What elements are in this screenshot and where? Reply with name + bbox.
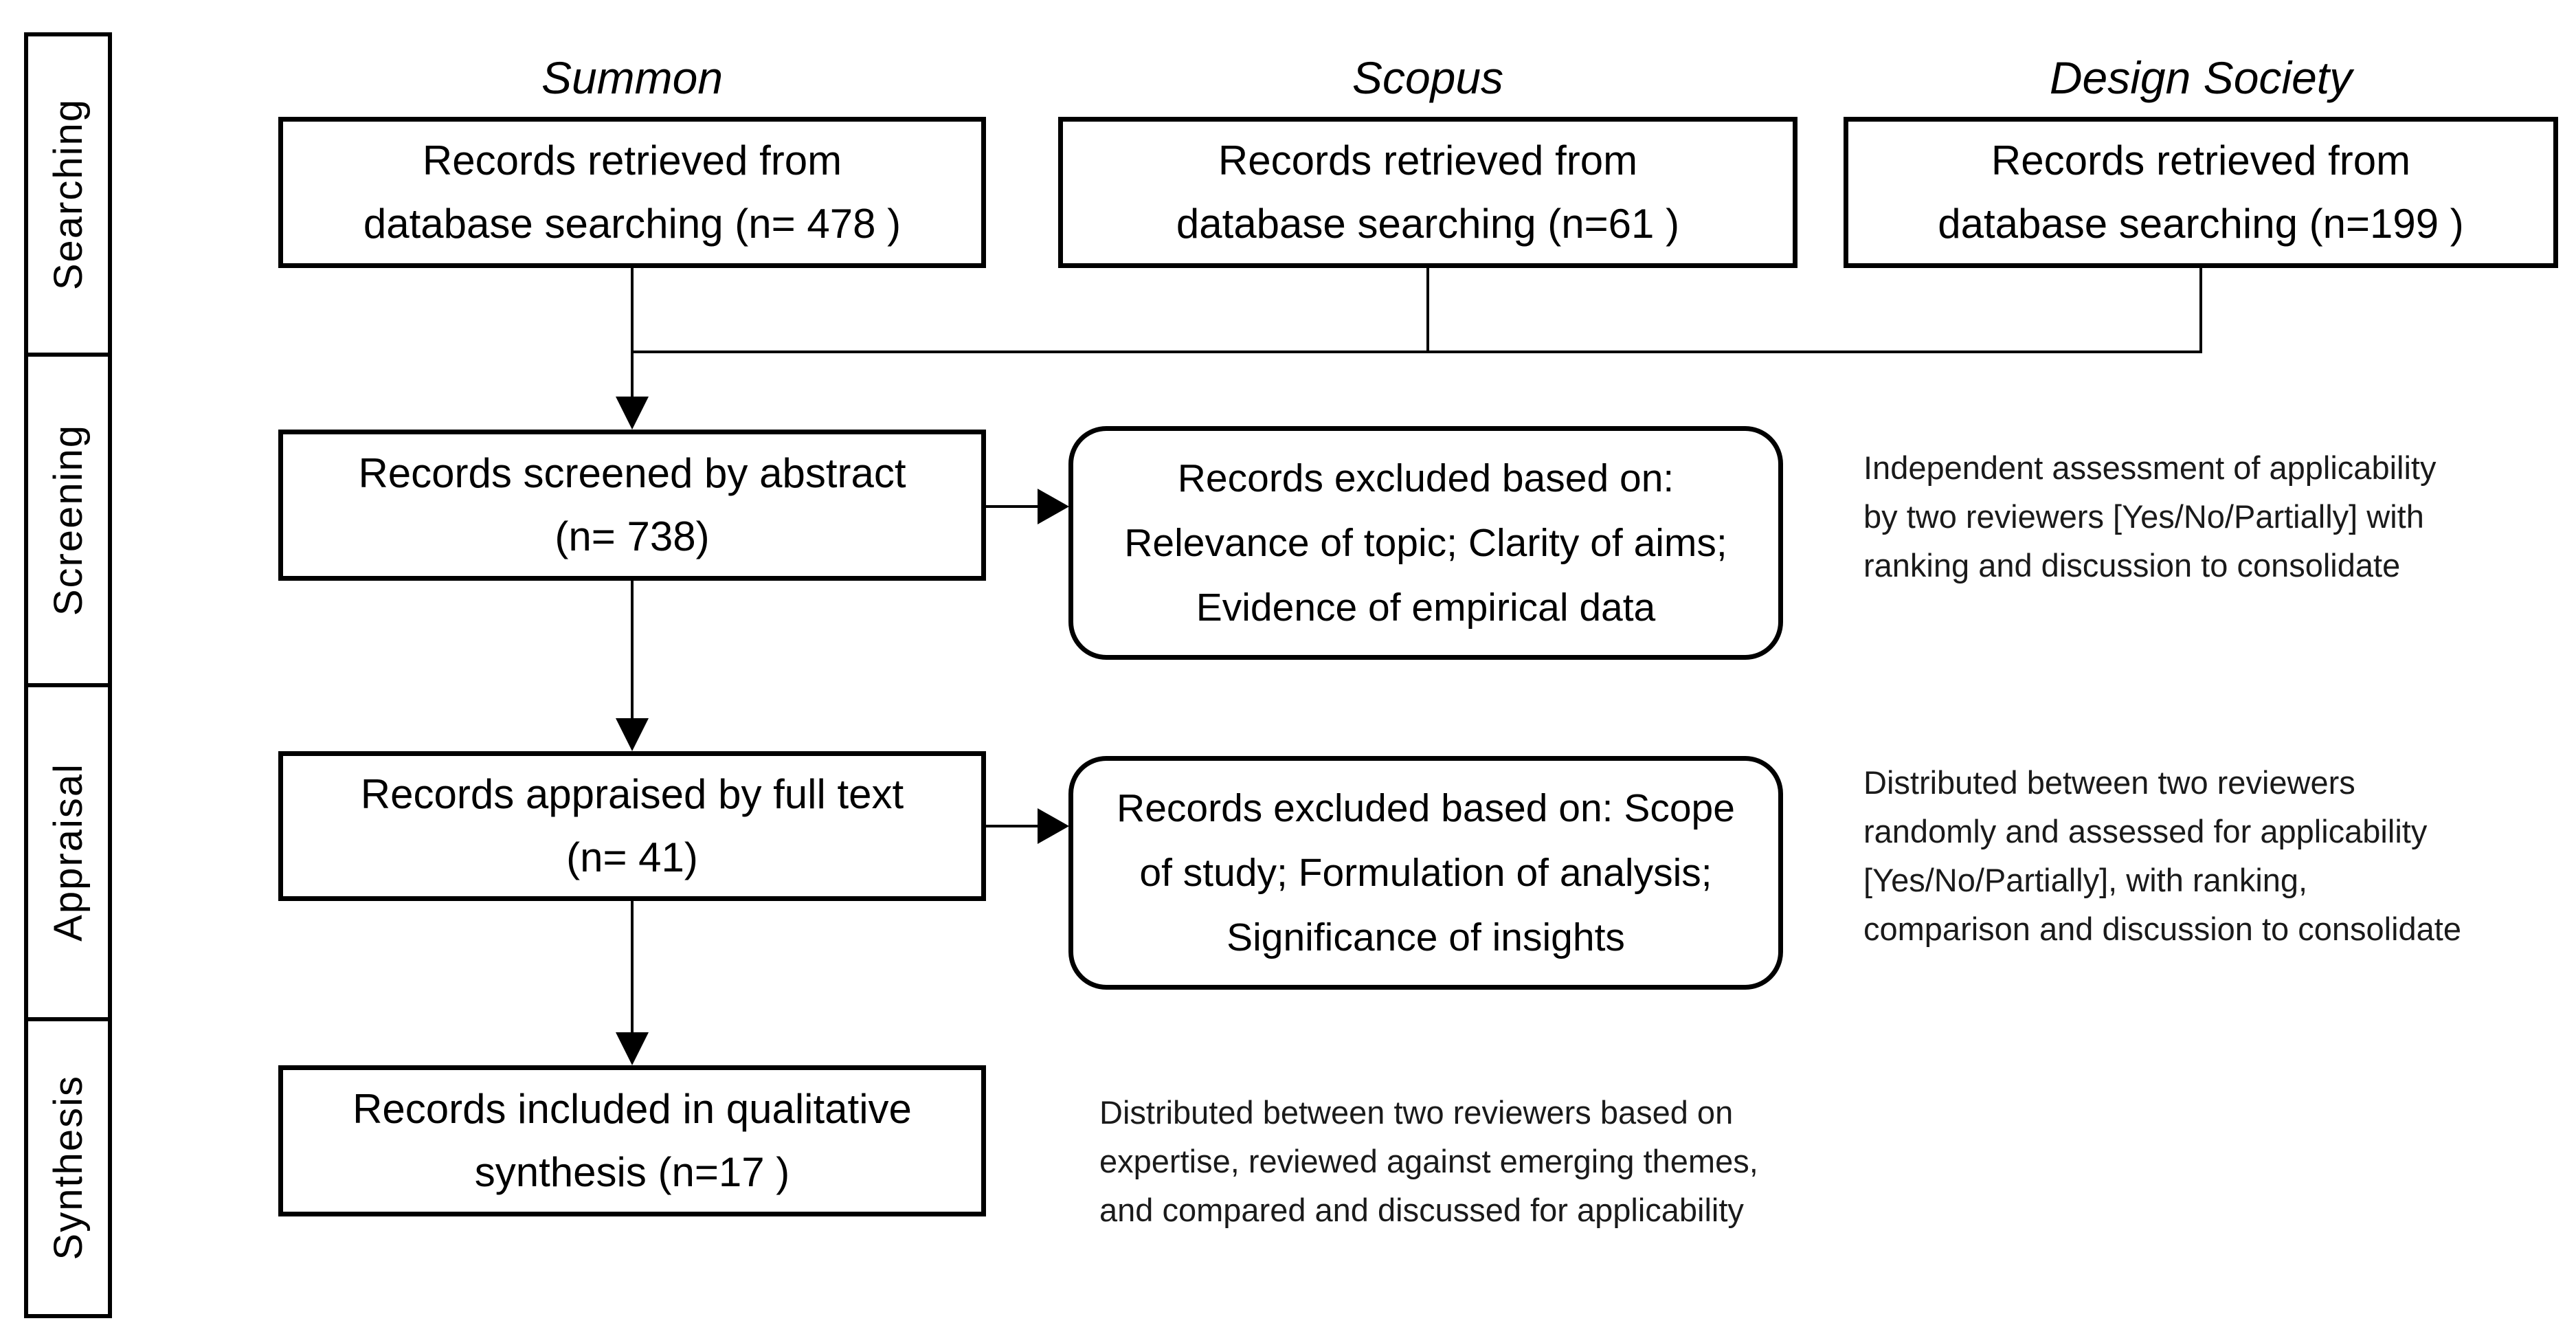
excluded-abstract-text: Records excluded based on: Relevance of … [1124,456,1727,630]
source-box-scopus: Records retrieved from database searchin… [1058,117,1797,268]
arrowhead-into-included-icon [616,1032,649,1065]
excluded-fulltext-box: Records excluded based on: Scope of stud… [1068,756,1783,990]
stage-box-screening: Screening [24,353,112,687]
note-appraisal: Distributed between two reviewers random… [1863,764,2462,947]
records-included-box: Records included in qualitative synthesi… [278,1065,986,1216]
records-appraised-text: Records appraised by full text (n= 41) [360,771,904,880]
records-screened-text: Records screened by abstract (n= 738) [358,450,906,559]
note-synthesis: Distributed between two reviewers based … [1099,1094,1758,1228]
arrowhead-into-screened-icon [616,397,649,430]
stage-box-appraisal: Appraisal [24,683,112,1021]
connector-screened-down [631,581,634,720]
excluded-fulltext-text: Records excluded based on: Scope of stud… [1117,786,1735,959]
arrowhead-into-excluded-abstract-icon [1038,489,1069,524]
connector-screened-right [986,505,1040,508]
arrowhead-into-appraised-icon [616,718,649,751]
note-screening: Independent assessment of applicability … [1863,449,2437,583]
records-included-text: Records included in qualitative synthesi… [352,1086,912,1195]
source-box-summon: Records retrieved from database searchin… [278,117,986,268]
connector-design-society-down [2199,268,2202,353]
connector-summon-down [631,268,634,399]
records-appraised-box: Records appraised by full text (n= 41) [278,751,986,901]
stage-box-synthesis: Synthesis [24,1017,112,1318]
stage-box-searching: Searching [24,32,112,357]
column-header-scopus: Scopus [1352,52,1504,103]
connector-scopus-down [1426,268,1429,353]
connector-appraised-down [631,901,634,1034]
stage-label-synthesis: Synthesis [45,1075,91,1260]
excluded-abstract-box: Records excluded based on: Relevance of … [1068,426,1783,660]
arrowhead-into-excluded-fulltext-icon [1038,808,1069,844]
column-header-design-society: Design Society [2049,52,2353,103]
source-box-design-society: Records retrieved from database searchin… [1844,117,2558,268]
connector-merge-horizontal [631,351,2202,353]
column-header-summon: Summon [541,52,724,103]
records-screened-box: Records screened by abstract (n= 738) [278,430,986,581]
stage-label-screening: Screening [45,423,91,616]
source-box-design-society-text: Records retrieved from database searchin… [1938,137,2464,247]
source-box-summon-text: Records retrieved from database searchin… [363,137,901,247]
connector-appraised-right [986,825,1040,827]
source-box-scopus-text: Records retrieved from database searchin… [1176,137,1680,247]
stage-label-appraisal: Appraisal [45,763,91,942]
stage-label-searching: Searching [45,98,91,291]
